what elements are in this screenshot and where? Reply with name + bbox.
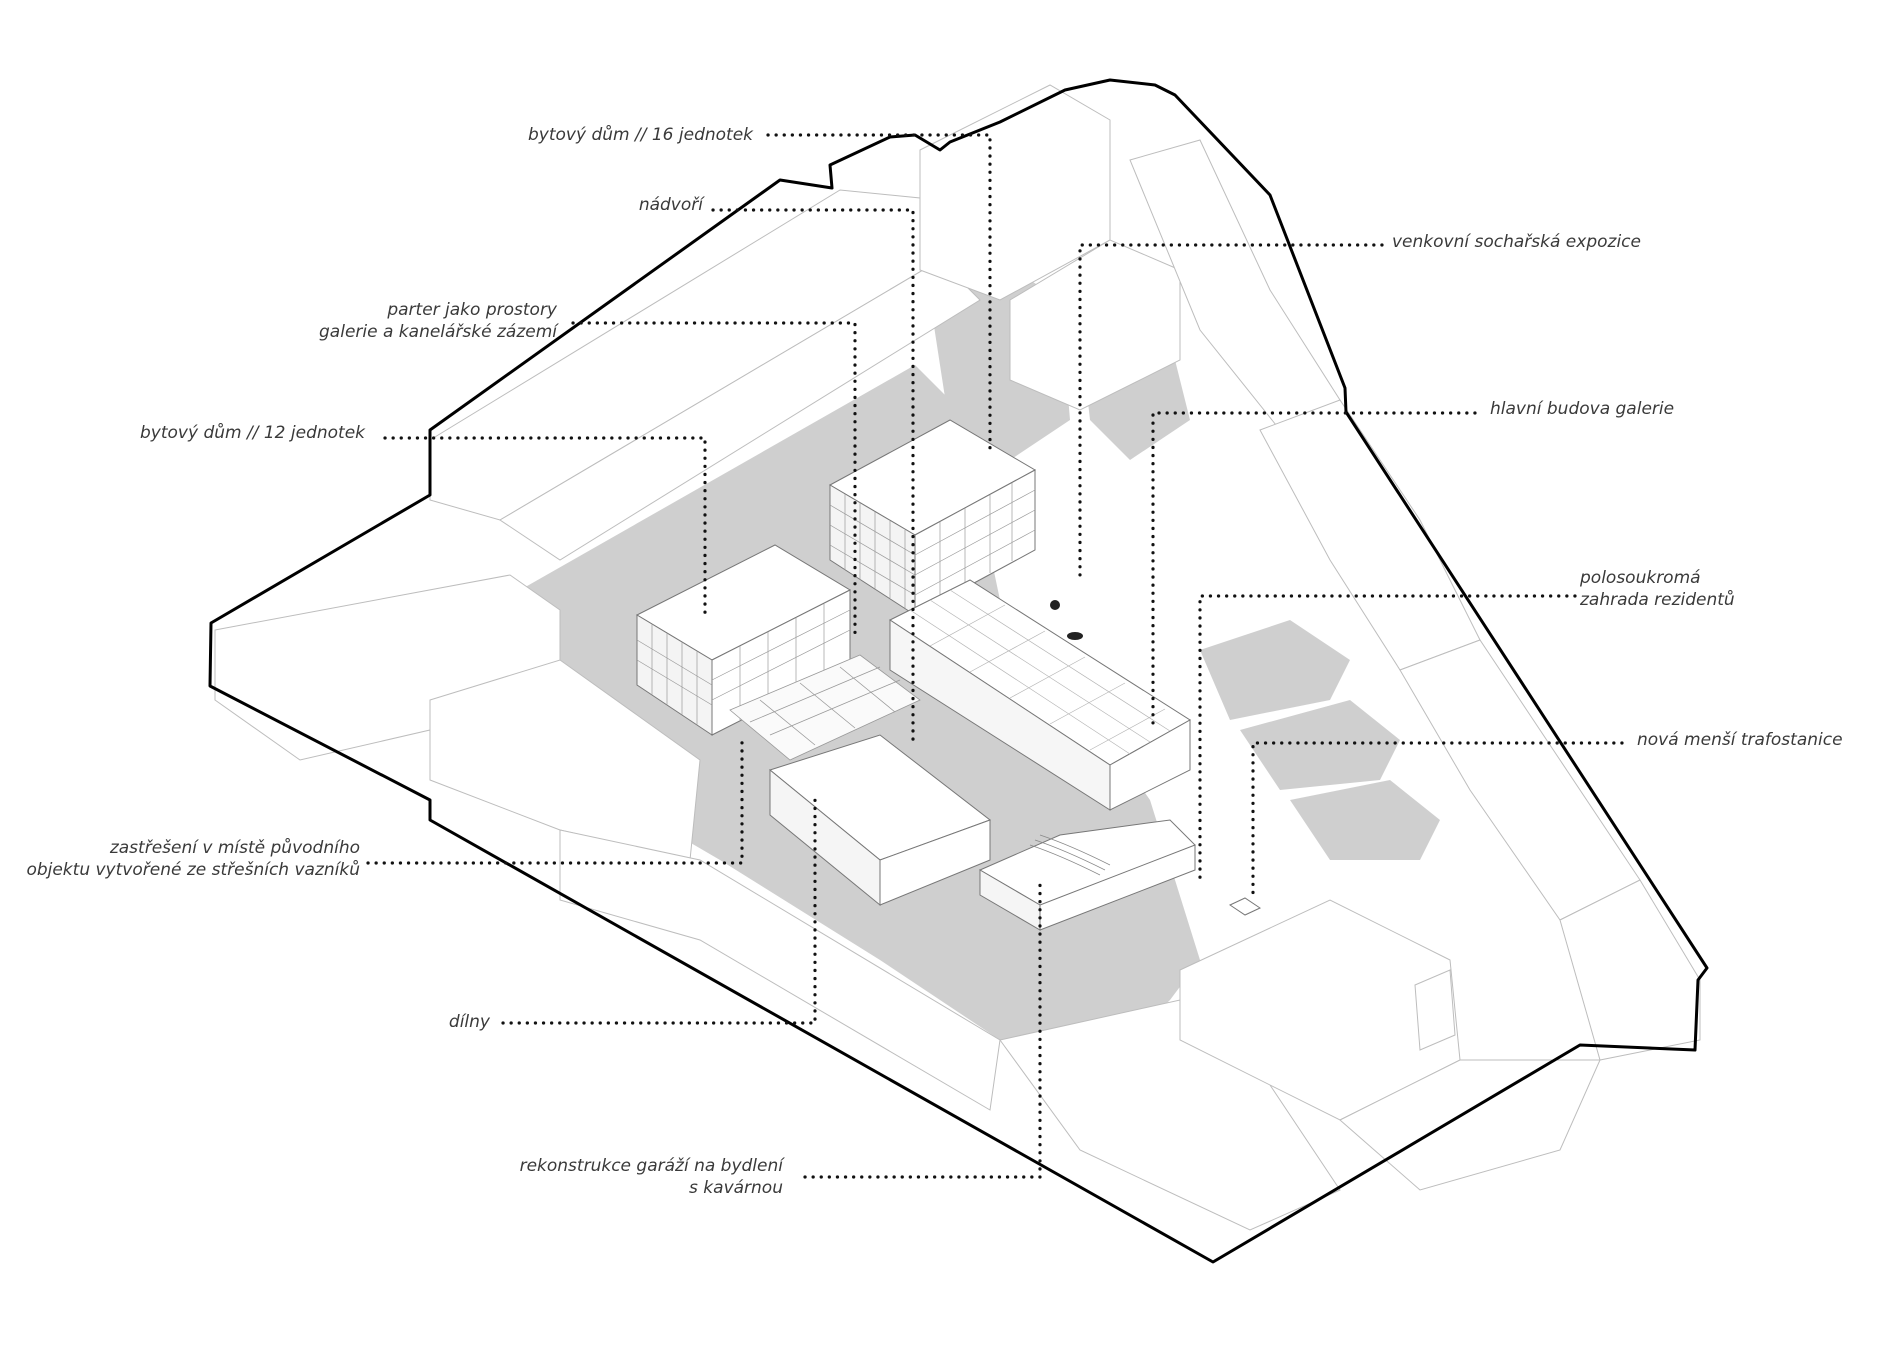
b12-facade-grid	[636, 604, 851, 725]
label-parter: parter jako prostory galerie a kanelářsk…	[319, 299, 557, 343]
sculptures	[1050, 600, 1083, 640]
truss-roof	[729, 654, 921, 761]
leader-venkovni	[1078, 243, 1384, 582]
southwest-block	[559, 829, 1001, 1111]
sculpture-2	[1067, 632, 1083, 640]
northwest-row-2	[499, 259, 981, 561]
label-rekonstrukce-line1: rekonstrukce garáží na bydlení	[519, 1156, 783, 1176]
building-16-units	[828, 419, 1037, 616]
label-zastreseni-line1: zastřešení v místě původního	[109, 838, 360, 858]
north-building-2	[1009, 239, 1181, 411]
label-hlavni-budova: hlavní budova galerie	[1490, 399, 1675, 419]
main-gallery-building	[889, 579, 1191, 811]
workshops-building	[768, 734, 992, 907]
leader-lines	[366, 133, 1624, 1179]
corner-chimney	[1414, 969, 1456, 1051]
label-zastreseni: zastřešení v místě původního objektu vyt…	[26, 837, 360, 881]
leader-dilny	[501, 795, 817, 1025]
leader-bytovy-12	[383, 436, 707, 617]
b16-facade-grid	[829, 483, 1036, 608]
ground-east-strip-3	[1290, 780, 1440, 860]
leader-trafostanice	[1251, 741, 1624, 900]
label-bytovy-dum-16: bytový dům // 16 jednotek	[528, 125, 753, 145]
leader-polosoukroma	[1198, 594, 1577, 887]
gallery-skylights	[909, 589, 1171, 755]
label-polosoukroma-line1: polosoukromá	[1580, 568, 1701, 588]
label-nadvori: nádvoří	[638, 195, 703, 215]
label-trafostanice: nová menší trafostanice	[1637, 730, 1843, 750]
gallery-side	[1109, 719, 1191, 811]
truss-canopy	[729, 654, 921, 761]
ground-east-strip-1	[1200, 620, 1350, 720]
label-polosoukroma-line2: zahrada rezidentů	[1580, 590, 1735, 610]
label-bytovy-dum-12: bytový dům // 12 jednotek	[140, 423, 365, 443]
sculpture-1	[1050, 600, 1060, 610]
label-venkovni-expozice: venkovní sochařská expozice	[1392, 232, 1641, 252]
site-boundary	[208, 78, 1709, 1264]
ground-east-strip-2	[1240, 700, 1400, 790]
label-parter-line2: galerie a kanelářské zázemí	[319, 322, 557, 342]
garage-housing	[978, 819, 1196, 931]
leader-rekonstrukce	[803, 878, 1042, 1179]
transformer-box	[1228, 897, 1262, 916]
transformer-station	[1228, 897, 1262, 916]
label-rekonstrukce: rekonstrukce garáží na bydlení s kavárno…	[520, 1155, 783, 1199]
leader-parter	[571, 321, 857, 642]
label-polosoukroma: polosoukromá zahrada rezidentů	[1580, 567, 1735, 611]
building-12-units	[635, 544, 852, 736]
workshops-side	[879, 819, 991, 906]
leader-bytovy-16	[766, 133, 992, 457]
southeast-inner	[1339, 1059, 1601, 1191]
label-zastreseni-line2: objektu vytvořené ze střešních vazníků	[26, 860, 360, 880]
east-block-south	[1559, 879, 1701, 1061]
leader-zastreseni	[366, 735, 744, 865]
surrounding-blocks	[214, 84, 1701, 1231]
garage-side	[1039, 844, 1196, 931]
label-dilny: dílny	[448, 1012, 490, 1032]
garage-arches	[1029, 834, 1111, 876]
label-rekonstrukce-line2: s kavárnou	[689, 1178, 783, 1198]
label-parter-line1: parter jako prostory	[387, 300, 557, 320]
